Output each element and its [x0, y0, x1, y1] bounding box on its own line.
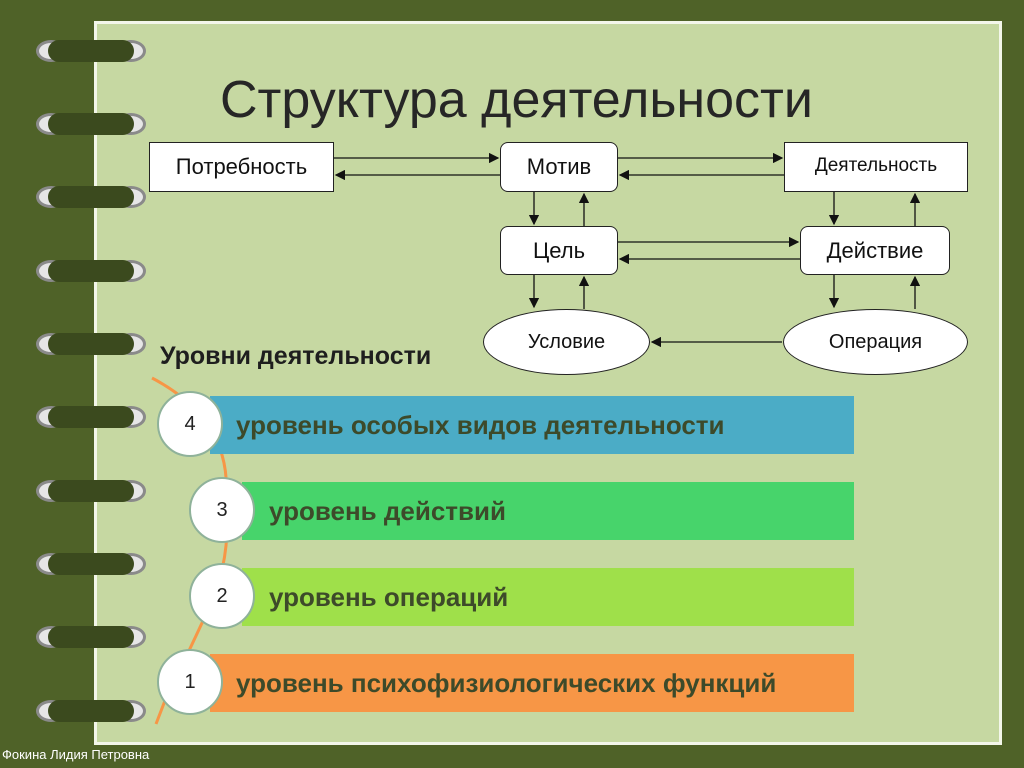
oval-uslovie: Условие — [483, 309, 650, 375]
spiral-ring — [36, 476, 146, 506]
level-bar-2: уровень операций — [242, 568, 854, 626]
level-bar-4: уровень особых видов деятельности — [210, 396, 854, 454]
spiral-ring — [36, 329, 146, 359]
level-bar-1: уровень психофизиологических функций — [210, 654, 854, 712]
spiral-ring — [36, 36, 146, 66]
slide-title: Структура деятельности — [220, 71, 813, 129]
level-bar-3: уровень действий — [242, 482, 854, 540]
spiral-ring — [36, 696, 146, 726]
level-number-1: 1 — [157, 649, 223, 715]
level-label: уровень особых видов деятельности — [236, 409, 725, 440]
level-number-3: 3 — [189, 477, 255, 543]
spiral-ring — [36, 402, 146, 432]
level-label: уровень психофизиологических функций — [236, 667, 777, 698]
level-number-4: 4 — [157, 391, 223, 457]
spiral-ring — [36, 182, 146, 212]
level-label: уровень операций — [269, 581, 509, 612]
oval-operatsiya: Операция — [783, 309, 968, 375]
box-deyatelnost: Деятельность — [784, 142, 968, 192]
levels-title: Уровни деятельности — [160, 342, 432, 370]
spiral-ring — [36, 256, 146, 286]
box-potrebnost: Потребность — [149, 142, 334, 192]
spiral-ring — [36, 109, 146, 139]
author-credit: Фокина Лидия Петровна — [2, 747, 150, 762]
spiral-ring — [36, 622, 146, 652]
level-label: уровень действий — [269, 495, 506, 526]
box-motiv: Мотив — [500, 142, 618, 192]
box-deystvie: Действие — [800, 226, 950, 275]
spiral-ring — [36, 549, 146, 579]
level-number-2: 2 — [189, 563, 255, 629]
box-tsel: Цель — [500, 226, 618, 275]
